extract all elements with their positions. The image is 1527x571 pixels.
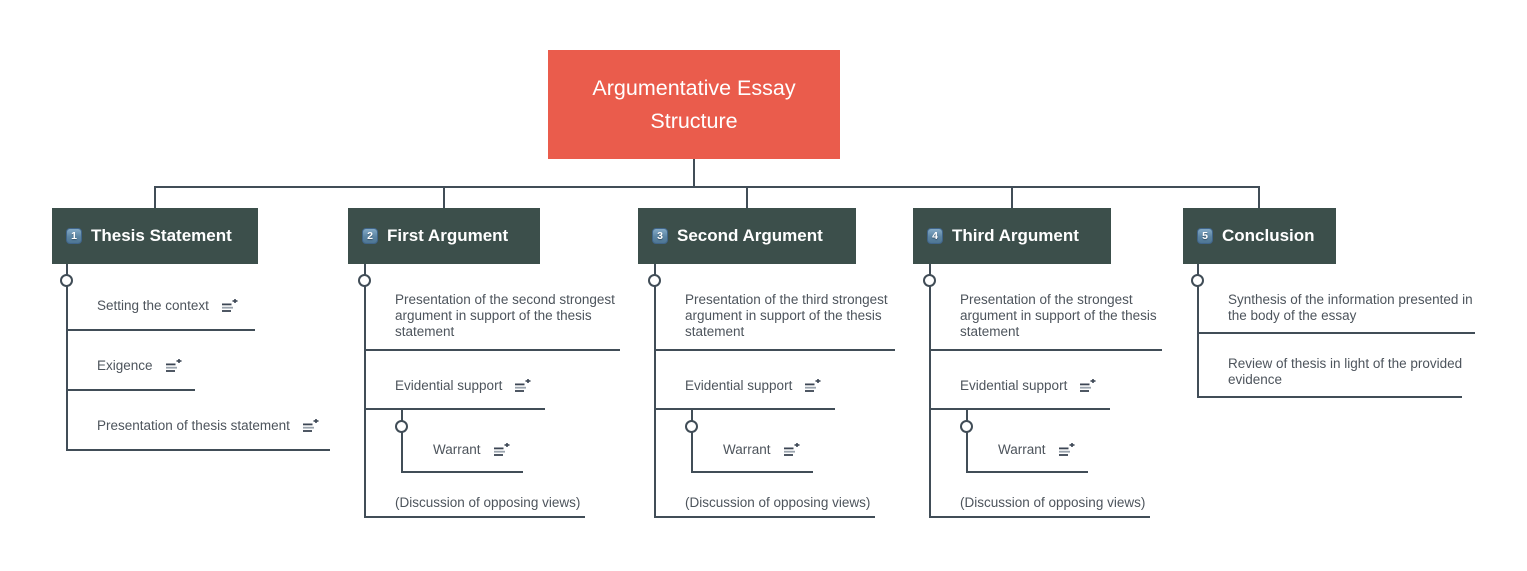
topic-underline (364, 408, 545, 410)
number-badge: 5 (1197, 228, 1213, 244)
topic-underline (66, 329, 255, 331)
connector-line (746, 186, 748, 208)
topic-underline (364, 349, 620, 351)
child-topic[interactable]: Warrant (998, 442, 1075, 458)
branch-node-third-argument[interactable]: 4 Third Argument (913, 208, 1111, 264)
collapse-handle[interactable] (923, 274, 936, 287)
child-topic[interactable]: (Discussion of opposing views) (685, 495, 871, 510)
child-topic-label: Exigence (97, 358, 153, 373)
child-topic[interactable]: Presentation of thesis statement (97, 418, 319, 434)
child-topic[interactable]: Presentation of the third strongest argu… (685, 292, 888, 339)
branch-label: Conclusion (1222, 226, 1315, 245)
connector-line (401, 410, 403, 473)
connector-line (1197, 264, 1199, 398)
child-topic[interactable]: Evidential support (685, 378, 821, 394)
child-topic[interactable]: Evidential support (960, 378, 1096, 394)
number-badge: 1 (66, 228, 82, 244)
branch-label: Second Argument (677, 226, 823, 245)
connector-line (929, 264, 931, 518)
child-topic[interactable]: Exigence (97, 358, 182, 374)
child-topic[interactable]: Synthesis of the information presented i… (1228, 292, 1473, 323)
topic-underline (929, 349, 1162, 351)
collapse-handle[interactable] (685, 420, 698, 433)
connector-line (1258, 186, 1260, 208)
child-topic-label: Presentation of thesis statement (97, 418, 290, 433)
topic-underline (1197, 332, 1475, 334)
add-note-icon[interactable] (493, 443, 510, 457)
child-topic[interactable]: Review of thesis in light of the provide… (1228, 356, 1463, 387)
child-topic[interactable]: (Discussion of opposing views) (395, 495, 581, 510)
child-topic[interactable]: Warrant (723, 442, 800, 458)
add-note-icon[interactable] (1080, 379, 1096, 393)
connector-line (66, 264, 68, 451)
add-note-icon[interactable] (783, 443, 800, 457)
collapse-handle[interactable] (358, 274, 371, 287)
child-topic[interactable]: Setting the context (97, 298, 238, 314)
child-topic-label: Setting the context (97, 298, 209, 313)
add-note-icon[interactable] (302, 419, 319, 433)
topic-underline (364, 516, 585, 518)
child-topic-label: Evidential support (395, 378, 503, 393)
connector-line (443, 186, 445, 208)
collapse-handle[interactable] (960, 420, 973, 433)
topic-underline (654, 408, 835, 410)
branch-label: First Argument (387, 226, 509, 245)
child-topic[interactable]: (Discussion of opposing views) (960, 495, 1146, 510)
child-topic[interactable]: Warrant (433, 442, 510, 458)
number-badge: 4 (927, 228, 943, 244)
add-note-icon[interactable] (165, 359, 182, 373)
connector-line (654, 264, 656, 518)
connector-line (154, 186, 1260, 188)
branch-node-thesis-statement[interactable]: 1 Thesis Statement (52, 208, 258, 264)
child-topic-label: Evidential support (685, 378, 793, 393)
child-topic-label: Evidential support (960, 378, 1068, 393)
connector-line (691, 410, 693, 473)
branch-node-first-argument[interactable]: 2 First Argument (348, 208, 540, 264)
connector-line (1011, 186, 1013, 208)
root-node[interactable]: Argumentative Essay Structure (548, 50, 840, 159)
add-note-icon[interactable] (805, 379, 821, 393)
branch-label: Third Argument (952, 226, 1079, 245)
child-topic-label: Warrant (998, 442, 1046, 457)
number-badge: 3 (652, 228, 668, 244)
branch-node-second-argument[interactable]: 3 Second Argument (638, 208, 856, 264)
topic-underline (691, 471, 813, 473)
add-note-icon[interactable] (515, 379, 531, 393)
topic-underline (929, 408, 1110, 410)
collapse-handle[interactable] (60, 274, 73, 287)
add-note-icon[interactable] (1058, 443, 1075, 457)
topic-underline (1197, 396, 1462, 398)
branch-label: Thesis Statement (91, 226, 232, 245)
topic-underline (66, 389, 195, 391)
child-topic[interactable]: Presentation of the strongest argument i… (960, 292, 1157, 339)
connector-line (154, 186, 156, 208)
topic-underline (654, 349, 895, 351)
collapse-handle[interactable] (395, 420, 408, 433)
branch-node-conclusion[interactable]: 5 Conclusion (1183, 208, 1336, 264)
connector-line (693, 159, 695, 187)
topic-underline (966, 471, 1088, 473)
connector-line (966, 410, 968, 473)
child-topic-label: Warrant (723, 442, 771, 457)
topic-underline (929, 516, 1150, 518)
child-topic[interactable]: Evidential support (395, 378, 531, 394)
number-badge: 2 (362, 228, 378, 244)
collapse-handle[interactable] (1191, 274, 1204, 287)
child-topic[interactable]: Presentation of the second strongest arg… (395, 292, 615, 339)
topic-underline (66, 449, 330, 451)
child-topic-label: Warrant (433, 442, 481, 457)
topic-underline (401, 471, 523, 473)
connector-line (364, 264, 366, 518)
collapse-handle[interactable] (648, 274, 661, 287)
add-note-icon[interactable] (221, 299, 238, 313)
topic-underline (654, 516, 875, 518)
